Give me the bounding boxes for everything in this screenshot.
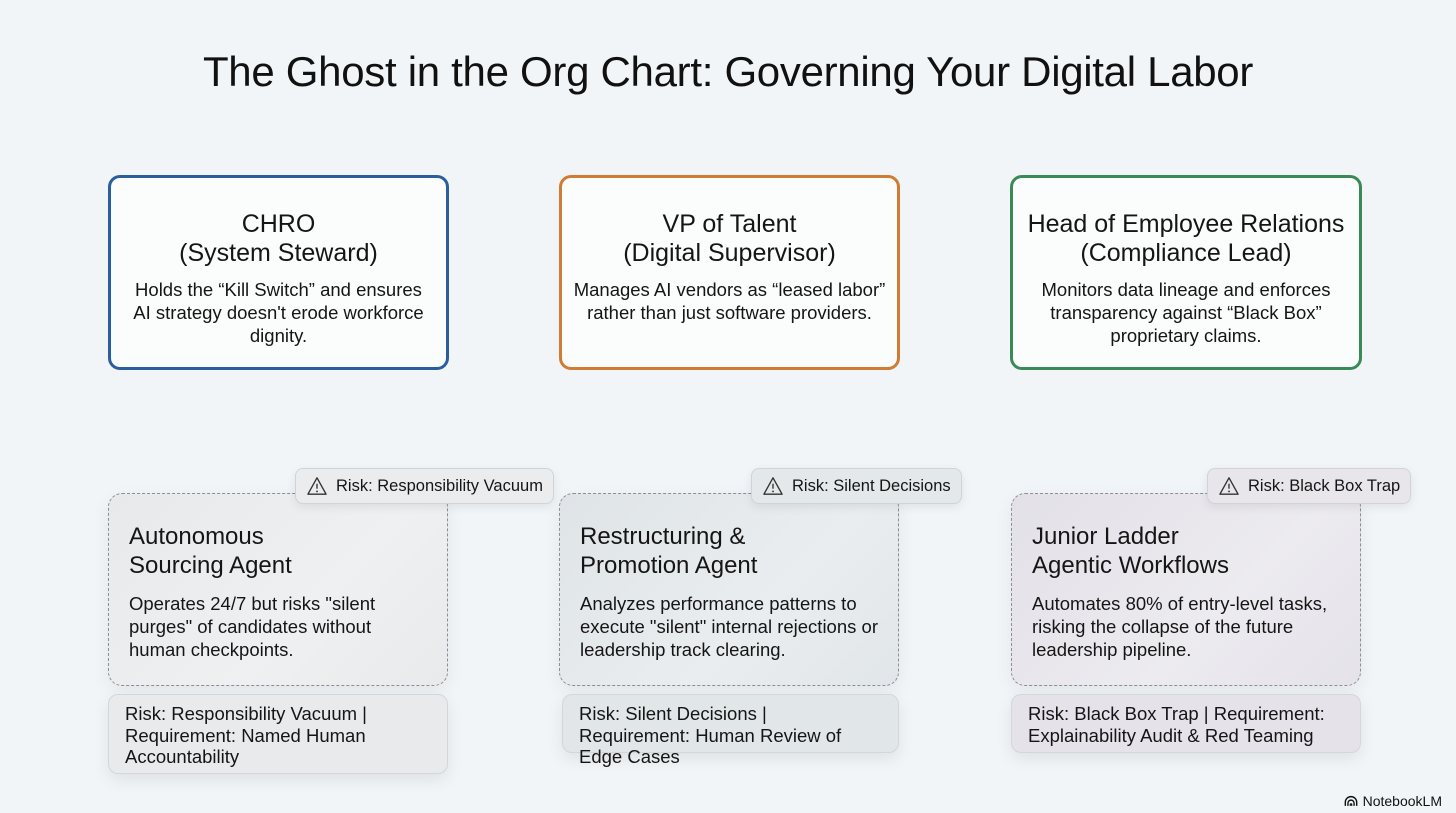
agent-card-junior-ladder: Junior Ladder Agentic Workflows Automate…: [1011, 493, 1361, 686]
warning-triangle-icon: [763, 477, 783, 495]
risk-badge-responsibility-vacuum: Risk: Responsibility Vacuum: [295, 468, 554, 504]
risk-badge-label: Risk: Black Box Trap: [1248, 476, 1401, 495]
agent-card-restructuring: Restructuring & Promotion Agent Analyzes…: [559, 493, 899, 686]
notebooklm-logo-icon: [1344, 796, 1357, 806]
role-subtitle: (Compliance Lead): [1080, 239, 1292, 267]
role-name: VP of Talent: [662, 210, 797, 238]
role-card-employee-relations: Head of Employee Relations (Compliance L…: [1010, 175, 1362, 370]
requirement-box-junior-ladder: Risk: Black Box Trap | Requirement: Expl…: [1011, 694, 1361, 753]
agent-description: Analyzes performance patterns to execute…: [580, 593, 878, 660]
role-name: CHRO: [241, 210, 316, 238]
page-title: The Ghost in the Org Chart: Governing Yo…: [202, 48, 1254, 95]
warning-triangle-icon: [1219, 477, 1239, 495]
risk-badge-label: Risk: Responsibility Vacuum: [336, 476, 543, 495]
requirement-text: Risk: Silent Decisions | Requirement: Hu…: [579, 703, 842, 767]
agent-description: Operates 24/7 but risks "silent purges" …: [129, 593, 376, 660]
role-description: Manages AI vendors as “leased labor” rat…: [573, 279, 886, 323]
role-card-vp-talent: VP of Talent (Digital Supervisor) Manage…: [559, 175, 900, 370]
agent-title: Restructuring & Promotion Agent: [580, 523, 758, 579]
role-description: Holds the “Kill Switch” and ensures AI s…: [133, 279, 424, 346]
requirement-text: Risk: Responsibility Vacuum | Requiremen…: [125, 703, 367, 767]
risk-badge-label: Risk: Silent Decisions: [792, 476, 951, 495]
brand-label: NotebookLM: [1362, 793, 1442, 809]
role-card-chro: CHRO (System Steward) Holds the “Kill Sw…: [108, 175, 449, 370]
agent-title: Junior Ladder Agentic Workflows: [1032, 523, 1229, 579]
role-name: Head of Employee Relations: [1027, 210, 1345, 238]
role-description: Monitors data lineage and enforces trans…: [1041, 279, 1331, 346]
agent-description: Automates 80% of entry-level tasks, risk…: [1032, 593, 1328, 660]
brand-watermark: NotebookLM: [1344, 793, 1442, 809]
requirement-box-restructuring: Risk: Silent Decisions | Requirement: Hu…: [562, 694, 899, 767]
agent-title: Autonomous Sourcing Agent: [129, 523, 292, 579]
warning-triangle-icon: [307, 477, 327, 495]
requirement-text: Risk: Black Box Trap | Requirement: Expl…: [1028, 703, 1325, 746]
agent-card-sourcing: Autonomous Sourcing Agent Operates 24/7 …: [108, 493, 448, 686]
risk-badge-silent-decisions: Risk: Silent Decisions: [751, 468, 962, 504]
role-subtitle: (System Steward): [179, 239, 378, 267]
risk-badge-black-box-trap: Risk: Black Box Trap: [1207, 468, 1412, 504]
requirement-box-sourcing: Risk: Responsibility Vacuum | Requiremen…: [108, 694, 448, 774]
role-subtitle: (Digital Supervisor): [623, 239, 836, 267]
